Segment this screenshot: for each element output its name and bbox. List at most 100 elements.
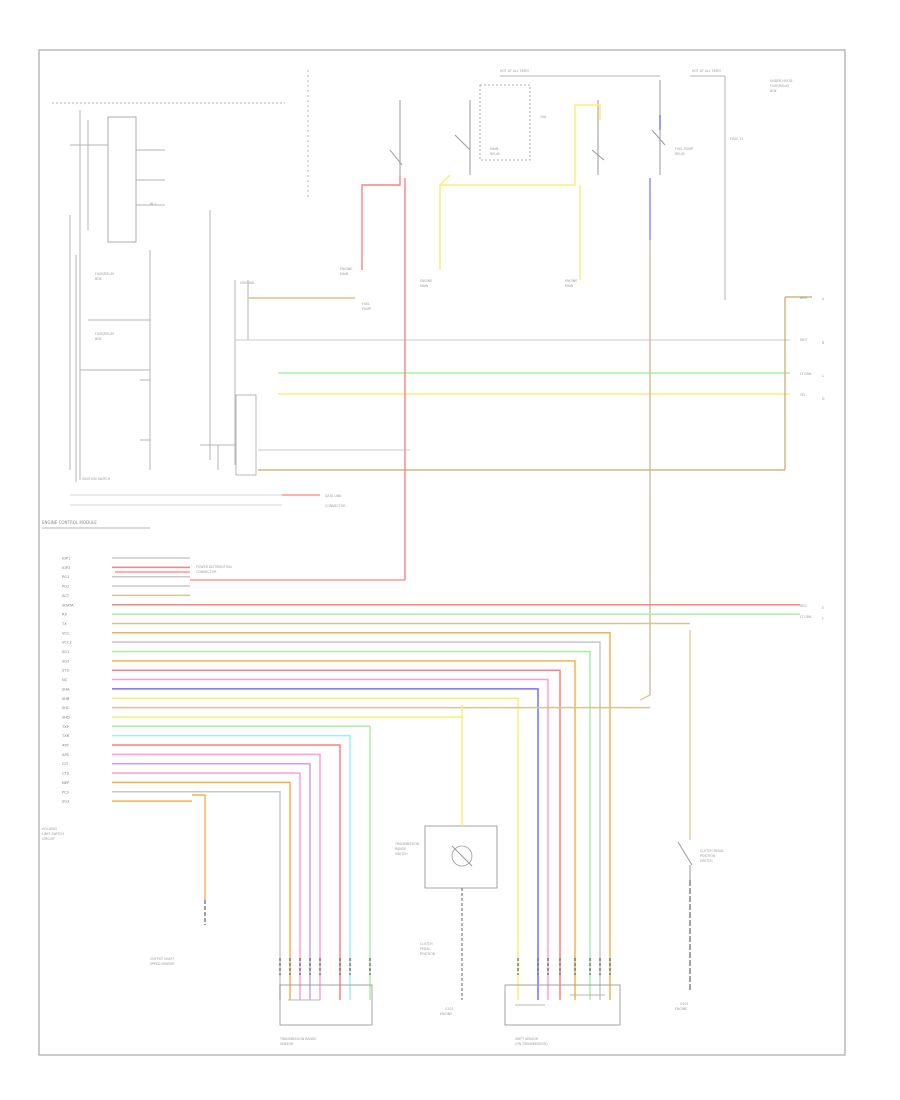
svg-text:GROUND: GROUND (240, 281, 255, 285)
ecm-pin-code: SHD (62, 715, 70, 719)
svg-text:CIRCUIT: CIRCUIT (42, 837, 55, 841)
ecm-pin-code: SG1 (62, 650, 69, 654)
svg-text:CONNECTOR: CONNECTOR (325, 504, 346, 508)
svg-text:CONNECTOR: CONNECTOR (196, 570, 217, 574)
svg-text:E: E (822, 606, 824, 610)
ecm-pin-code: SHA (62, 687, 70, 691)
ecm-wire (112, 660, 576, 1000)
shift-sensor: SHIFT SENSOR (ON TRANSMISSION) (504, 984, 621, 1046)
ecm-pin-code: RX (62, 613, 67, 617)
svg-text:F: F (822, 617, 824, 621)
transmission-range-switch: TRANSMISSION RANGE SWITCH CLUTCH PEDAL P… (394, 705, 498, 1016)
svg-text:TRANSMISSION: TRANSMISSION (394, 842, 420, 846)
ecm-pin-code: APS (62, 753, 70, 757)
ecm-pin-code: VCC2 (62, 641, 72, 645)
ecm-wire (112, 753, 321, 1000)
svg-text:DATA LINK: DATA LINK (325, 494, 342, 498)
ecm-pin-code: IGP2 (62, 566, 70, 570)
ecm-wire (112, 725, 371, 1000)
ground-label-mid: G101 (445, 1007, 454, 1011)
ecm-pin-code: SHC (62, 706, 70, 710)
upper-harness-wires: DATA LINK CONNECTOR (70, 296, 812, 508)
ecm-pin-code: PG2 (62, 585, 69, 589)
relay-feeds: ENGINE MAIN ENGINE MAIN ENGINE MAIN FUEL… (340, 104, 726, 701)
ecm-connector-codes: IGP1IGP2PG1PG2ACTSDATARXTXVCCVCC2SG1SG2S… (61, 557, 74, 804)
ecm-wire (112, 744, 341, 1000)
svg-text:BOX: BOX (95, 337, 102, 341)
ecm-pin-code: ACT (62, 594, 70, 598)
relay-switches: HOT AT ALL TIMES HOT AT ALL TIMES UNDER-… (389, 69, 793, 300)
ecm-wire (112, 772, 301, 1000)
svg-text:MAIN: MAIN (565, 284, 574, 288)
ecm-pin-code: TXR (61, 734, 70, 738)
svg-text:RELAY: RELAY (490, 152, 500, 156)
svg-text:A: A (822, 297, 825, 301)
svg-text:CLUTCH PEDAL: CLUTCH PEDAL (700, 849, 724, 853)
ecm-wire (112, 632, 611, 1000)
ecm-output-wires (112, 557, 800, 1000)
svg-text:HOT AT ALL TIMES: HOT AT ALL TIMES (500, 69, 529, 73)
svg-text:UNDER-HOOD: UNDER-HOOD (770, 79, 793, 83)
ecm-pin-code: SDATA (62, 603, 74, 607)
clutch-pedal-switch: CLUTCH PEDAL POSITION SWITCH G101 ENGINE (675, 630, 724, 1011)
svg-text:JB 1: JB 1 (149, 202, 156, 206)
fuse-relay-box: FUSE/RELAY BOX FUSE/RELAY BOX JB 1 GROUN… (52, 70, 309, 482)
ecm-pin-code: TX (61, 622, 67, 626)
ground-label-right: G101 (680, 1002, 689, 1006)
svg-text:RELAY: RELAY (675, 152, 685, 156)
svg-text:FUEL: FUEL (362, 302, 370, 306)
ecm-pin-code: NEP (62, 781, 70, 785)
ecm-pin-code: ATP (62, 744, 69, 748)
diagram-frame (38, 49, 846, 1056)
svg-text:LIMIT SWITCH: LIMIT SWITCH (42, 832, 64, 836)
svg-text:TRANSMISSION RANGE: TRANSMISSION RANGE (279, 1037, 316, 1041)
svg-text:BOX: BOX (95, 277, 102, 281)
ecm-wire (112, 650, 591, 1000)
svg-text:SHIFT SENSOR: SHIFT SENSOR (515, 1037, 539, 1041)
svg-text:PUMP: PUMP (362, 307, 371, 311)
ecm-pin-code: STS (62, 669, 69, 673)
svg-text:FUEL PUMP: FUEL PUMP (675, 147, 693, 151)
svg-text:LT GRN: LT GRN (800, 372, 812, 376)
ecm-label: ENGINE CONTROL MODULE (42, 520, 97, 525)
svg-text:LT GRN: LT GRN (800, 615, 812, 619)
ecm-pin-code: NC (62, 678, 68, 682)
svg-text:PEDAL: PEDAL (420, 947, 431, 951)
ecm-wire (112, 641, 601, 1000)
ecm-pin-code: CLT (62, 762, 69, 766)
svg-text:(ON TRANSMISSION): (ON TRANSMISSION) (515, 1042, 548, 1046)
svg-text:RED: RED (800, 604, 807, 608)
svg-text:POSITION: POSITION (420, 952, 436, 956)
svg-text:HOT AT ALL TIMES: HOT AT ALL TIMES (692, 69, 721, 73)
svg-text:ENGINE: ENGINE (565, 279, 577, 283)
ecm-pin-code: SHB (62, 697, 70, 701)
ecm-wire (112, 781, 291, 1000)
ecm-pin-code: VCC (62, 631, 70, 635)
svg-text:D: D (822, 397, 825, 401)
ecm-wire (112, 688, 539, 1000)
svg-text:SWITCH: SWITCH (700, 859, 713, 863)
svg-text:B: B (822, 341, 824, 345)
ecm-wire (112, 669, 561, 1000)
svg-text:FUSE/RELAY: FUSE/RELAY (95, 332, 114, 336)
svg-text:SENSOR: SENSOR (280, 1042, 294, 1046)
svg-text:ENGINE: ENGINE (340, 267, 352, 271)
svg-text:FUSE/RELAY: FUSE/RELAY (95, 272, 114, 276)
svg-text:15A: 15A (540, 115, 547, 119)
ecm-pin-code: IGP1 (62, 557, 70, 561)
svg-text:FUSE/RELAY: FUSE/RELAY (770, 84, 789, 88)
svg-text:POWER DISTRIBUTION: POWER DISTRIBUTION (196, 565, 232, 569)
svg-text:YEL: YEL (800, 393, 806, 397)
svg-text:IGNITION SWITCH: IGNITION SWITCH (82, 477, 111, 481)
svg-text:BOX: BOX (770, 89, 777, 93)
ecm-wire (112, 734, 351, 1000)
svg-text:MAIN: MAIN (340, 272, 349, 276)
ecm-pin-code: PG1 (62, 575, 69, 579)
mainshaft-speed-sensor: TRANSMISSION RANGE SENSOR OUTPUT SHAFT S… (150, 957, 373, 1046)
svg-text:POSITION: POSITION (700, 854, 716, 858)
ecm-wire (112, 791, 281, 1000)
